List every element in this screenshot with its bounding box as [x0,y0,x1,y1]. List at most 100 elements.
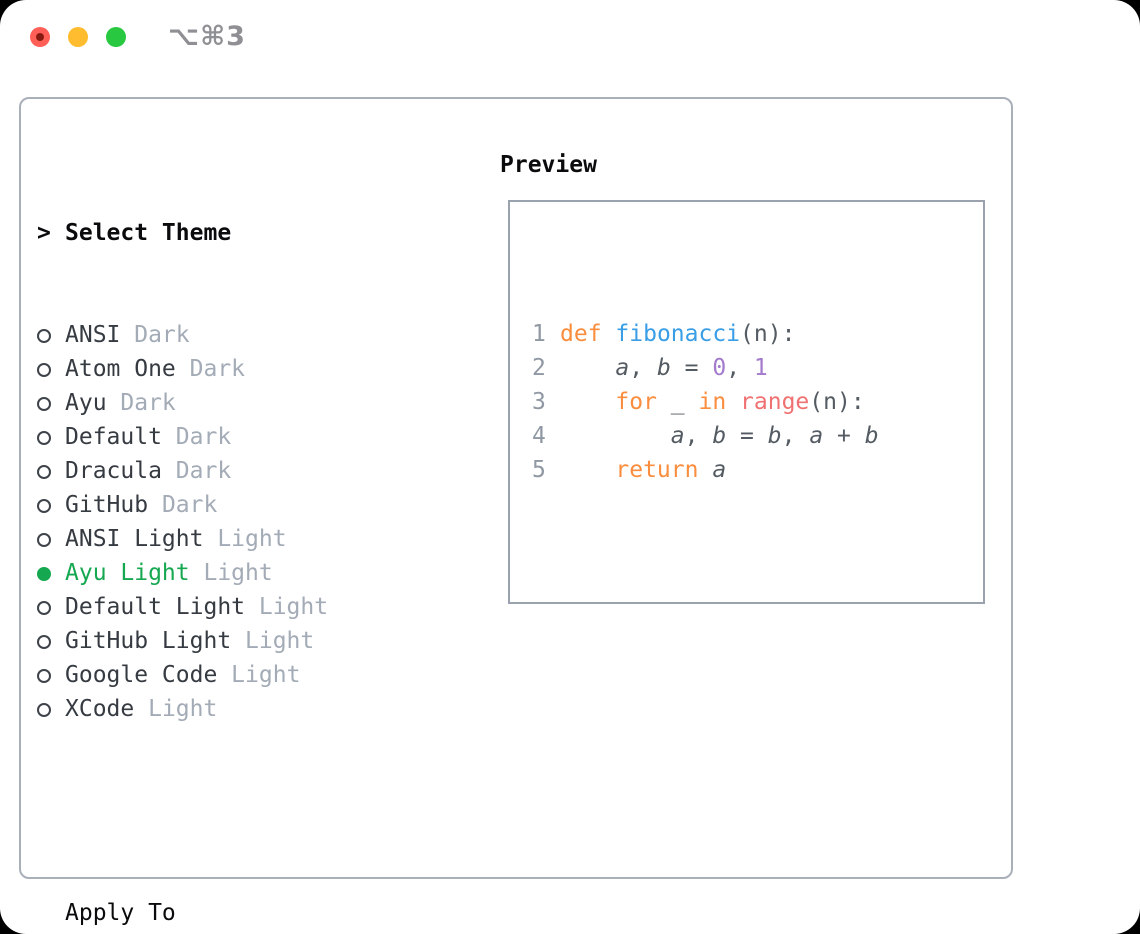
code-token: range [740,389,810,415]
radio-marker [37,488,65,522]
theme-variant: Dark [161,458,232,484]
radio-icon [37,329,51,343]
code-token: fibonacci [615,321,741,347]
code-token: return [615,457,699,483]
theme-variant: Dark [148,492,218,518]
apply-to-header: Apply To [37,896,425,930]
code-token [560,355,615,381]
theme-name: Default [65,424,162,450]
code-token: in [698,389,727,415]
line-number: 4 [532,423,546,449]
code-token: (n): [809,389,865,415]
radio-marker [37,522,65,556]
code-token: a [809,423,824,449]
code-token: b [864,423,879,449]
select-theme-header: > Select Theme [37,216,425,250]
blank-line [532,555,983,589]
radio-marker [37,556,65,590]
theme-name: ANSI Light [65,526,204,552]
theme-option[interactable]: Ayu Light Light [37,556,425,590]
prompt-arrow-icon: > [37,220,51,246]
radio-marker [37,658,65,692]
theme-name: GitHub Light [65,628,232,654]
code-token: b [712,423,727,449]
theme-name: GitHub [65,492,149,518]
theme-option[interactable]: Default Dark [37,420,425,454]
code-token [726,389,740,415]
theme-variant: Light [217,662,301,688]
code-line: 4 a, b = b, a + b [532,419,983,453]
radio-marker [37,624,65,658]
theme-option[interactable]: XCode Light [37,692,425,726]
theme-option[interactable]: GitHub Light Light [37,624,425,658]
code-token: (n): [740,321,796,347]
code-token: b [656,355,671,381]
radio-selected-icon [37,567,51,581]
theme-name: Atom One [65,356,176,382]
theme-variant: Dark [175,356,246,382]
theme-variant: Dark [106,390,176,416]
theme-variant: Light [134,696,218,722]
code-token: def [560,321,602,347]
code-token: , [726,355,754,381]
theme-option[interactable]: Google Code Light [37,658,425,692]
theme-variant: Dark [120,322,190,348]
radio-icon [37,397,51,411]
code-token: a [712,457,727,483]
code-token [602,321,616,347]
theme-option[interactable]: Atom One Dark [37,352,425,386]
radio-icon [37,635,51,649]
theme-name: XCode [65,696,135,722]
radio-icon [37,601,51,615]
code-token: a [670,423,685,449]
close-button[interactable] [30,27,50,47]
radio-marker [37,454,65,488]
code-token: for [615,389,657,415]
apply-to-title: Apply To [65,900,176,926]
theme-option[interactable]: Ayu Dark [37,386,425,420]
preview-title: Preview [500,152,597,178]
theme-option[interactable]: ANSI Dark [37,318,425,352]
code-token: , [781,423,810,449]
radio-marker [37,318,65,352]
close-dot-icon [36,33,44,41]
theme-name: Google Code [65,662,218,688]
code-token: = [726,423,768,449]
theme-variant: Light [245,594,329,620]
code-token [698,457,712,483]
radio-icon [37,703,51,717]
theme-option[interactable]: ANSI Light Light [37,522,425,556]
theme-variant: Light [203,526,287,552]
theme-option[interactable]: Default Light Light [37,590,425,624]
theme-name: ANSI [65,322,121,348]
radio-icon [37,363,51,377]
radio-marker [37,386,65,420]
code-token: , [629,355,657,381]
theme-option[interactable]: Dracula Dark [37,454,425,488]
code-token [560,423,671,449]
zoom-button[interactable] [106,27,126,47]
code-token: = [670,355,713,381]
code-line: 5 return a [532,453,983,487]
line-number: 5 [532,457,546,483]
radio-icon [37,499,51,513]
code-line: 3 for _ in range(n): [532,385,983,419]
code-token: a [615,355,630,381]
window-title: ⌥⌘3 [168,21,246,52]
theme-name: Dracula [65,458,162,484]
radio-icon [37,431,51,445]
select-theme-title: Select Theme [65,220,232,246]
radio-marker [37,590,65,624]
code-token: 0 [712,355,727,381]
radio-icon [37,465,51,479]
radio-marker [37,352,65,386]
minimize-button[interactable] [68,27,88,47]
radio-marker [37,692,65,726]
theme-name: Ayu Light [65,560,190,586]
theme-option[interactable]: GitHub Dark [37,488,425,522]
